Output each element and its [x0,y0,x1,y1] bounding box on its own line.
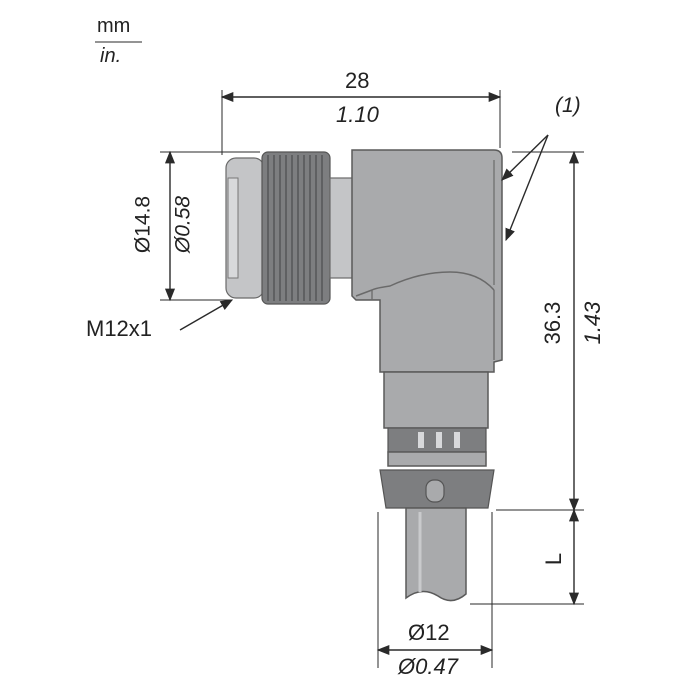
collar-slot-1 [418,432,424,448]
cable-length-label: L [541,552,566,566]
unit-secondary: in. [100,45,122,67]
knurl-lines [267,155,323,301]
collar-slot-3 [454,432,460,448]
cable-dia-mm-label: Ø12 [408,620,450,645]
lower-neck [383,371,489,429]
height-in-label: 1.43 [580,301,605,345]
housing-step [371,290,495,360]
dim-cable-length [470,508,584,606]
gland-hole [425,479,445,503]
connector-body [225,149,503,602]
dim-width [220,90,502,155]
nut-dia-in-label: Ø0.58 [171,195,195,254]
nut-dia-mm-label: Ø14.8 [131,195,155,254]
neck [329,177,355,279]
thread-leader [179,299,234,331]
marker-leaders [501,134,549,242]
dim-cable-diameter [376,512,494,668]
marker-label: (1) [555,94,581,117]
width-mm-label: 28 [345,68,370,93]
width-in-label: 1.10 [336,102,379,127]
thread-label: M12x1 [86,316,153,341]
knurled-nut [261,151,331,305]
collar-lower [387,451,487,467]
collar-slot-2 [436,432,442,448]
cable-dia-in-label: Ø0.47 [398,654,458,679]
housing-contour [355,271,495,297]
housing [351,149,503,373]
front-face [227,177,239,279]
unit-primary: mm [97,15,131,37]
cable [405,507,467,602]
height-mm-label: 36.3 [540,301,565,345]
